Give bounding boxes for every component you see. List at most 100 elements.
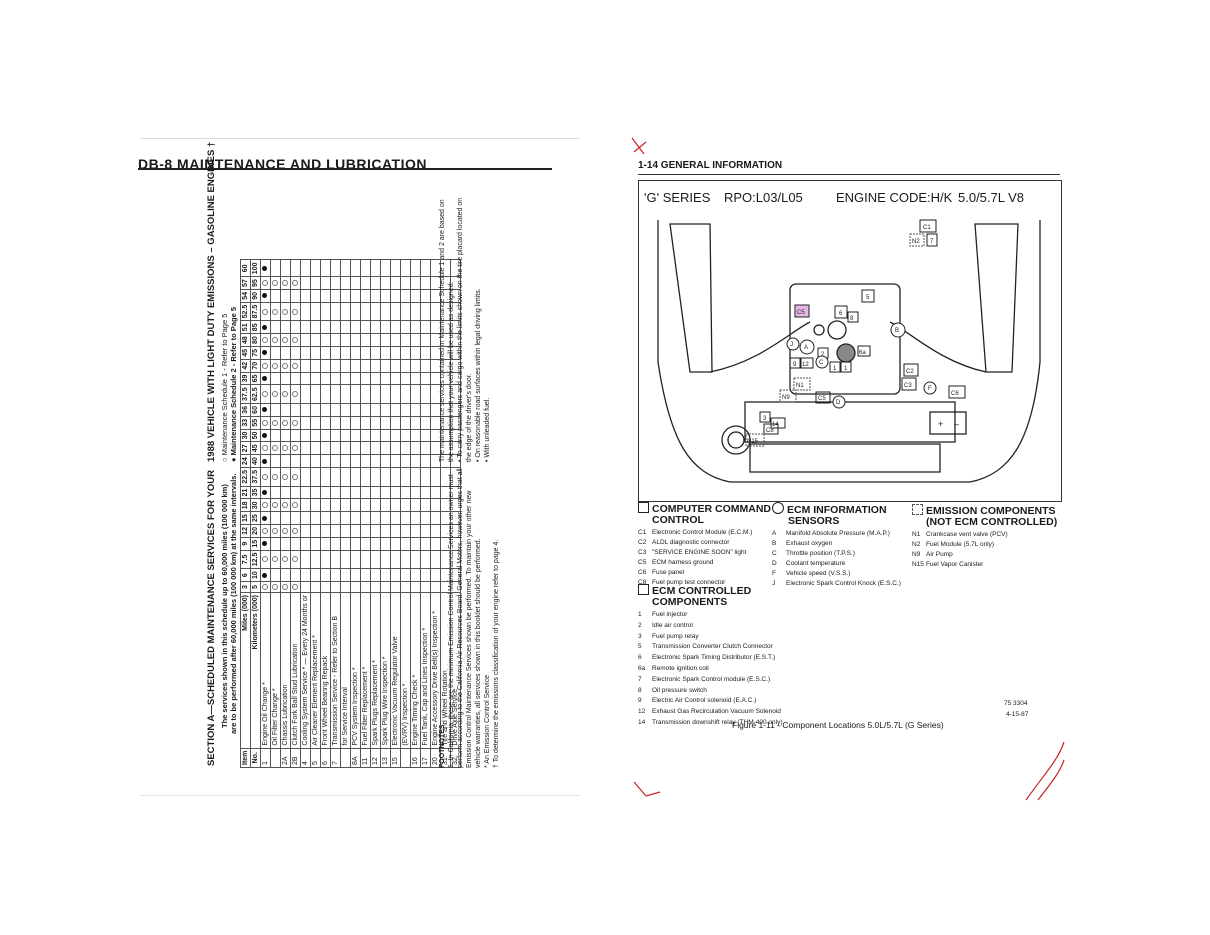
interval-cell — [300, 276, 311, 290]
interval-cell — [380, 454, 391, 468]
legend-code: C8 — [638, 579, 647, 586]
col-item: Item — [240, 748, 251, 768]
interval-cell — [380, 537, 391, 551]
interval-cell — [360, 346, 371, 360]
label-9: 9 — [793, 362, 797, 368]
interval-cell — [370, 359, 381, 373]
interval-cell — [260, 550, 271, 569]
legend-label: Electronic Spark Control module (E.S.C.) — [652, 675, 771, 683]
ecm-title-1: ECM CONTROLLED — [652, 585, 752, 597]
interval-cell — [360, 359, 371, 373]
legend-code: 8 — [638, 686, 642, 694]
km-col: 10 — [250, 568, 261, 582]
interval-cell — [390, 302, 401, 321]
label-6a: 6a — [859, 350, 866, 356]
interval-cell — [280, 568, 291, 582]
interval-cell — [320, 486, 331, 499]
interval-cell — [370, 524, 381, 538]
interval-cell — [280, 384, 291, 404]
interval-cell — [280, 429, 291, 442]
sensor-title-1: ECM INFORMATION — [787, 504, 887, 516]
interval-cell — [330, 568, 341, 582]
interval-cell — [310, 320, 321, 334]
legend-code: 2 — [638, 621, 642, 629]
interval-cell — [410, 416, 421, 430]
interval-cell — [340, 289, 351, 303]
interval-cell — [260, 333, 271, 347]
label-n2: N2 — [912, 239, 920, 245]
legend-label: "SERVICE ENGINE SOON" light — [652, 549, 747, 556]
interval-cell — [320, 372, 331, 385]
interval-cell — [340, 276, 351, 290]
interval-cell — [400, 429, 411, 442]
interval-cell — [300, 568, 311, 582]
legend-label: Fuel Module (5.7L only) — [926, 541, 995, 548]
footnotes-title: FOOTNOTES: — [439, 722, 446, 768]
interval-cell — [360, 581, 371, 593]
interval-cell — [320, 333, 331, 347]
interval-cell — [330, 320, 341, 334]
interval-mark — [291, 308, 298, 315]
label-14: 14 — [772, 422, 779, 428]
interval-cell — [380, 498, 391, 512]
interval-cell — [280, 467, 291, 487]
interval-cell — [370, 403, 381, 417]
interval-cell — [270, 568, 281, 582]
interval-cell — [310, 302, 321, 321]
label-n1: N1 — [796, 383, 804, 389]
interval-cell — [400, 524, 411, 538]
interval-cell — [260, 441, 271, 455]
interval-cell — [310, 384, 321, 404]
interval-cell — [380, 403, 391, 417]
interval-mark — [281, 527, 288, 534]
interval-cell — [360, 467, 371, 487]
interval-cell — [280, 260, 291, 277]
legend-label: Idle air control — [652, 621, 693, 629]
interval-cell — [410, 333, 421, 347]
figure-date: 4-15-87 — [1006, 711, 1029, 718]
interval-cell — [270, 441, 281, 455]
interval-cell — [390, 454, 401, 468]
interval-cell — [330, 429, 341, 442]
interval-cell — [300, 498, 311, 512]
miles-col: 54 — [240, 289, 251, 303]
interval-cell — [340, 550, 351, 569]
interval-mark — [291, 337, 298, 344]
interval-cell — [330, 467, 341, 487]
interval-cell — [380, 260, 391, 277]
intro-line2: are to be performed after 60,000 miles (… — [229, 473, 238, 734]
interval-cell — [280, 524, 291, 538]
interval-cell — [410, 384, 421, 404]
interval-cell — [370, 384, 381, 404]
interval-cell — [300, 333, 311, 347]
interval-mark — [261, 308, 268, 315]
interval-cell — [340, 467, 351, 487]
interval-cell — [340, 498, 351, 512]
interval-mark — [261, 502, 268, 509]
interval-cell — [280, 441, 291, 455]
interval-cell — [420, 359, 431, 373]
miles-col: 15 — [240, 511, 251, 525]
interval-cell — [310, 260, 321, 277]
battery-plus: + — [938, 419, 943, 429]
diagram-frame — [638, 180, 1062, 502]
interval-cell — [410, 550, 421, 569]
interval-cell — [410, 346, 421, 360]
interval-cell — [360, 403, 371, 417]
interval-cell — [260, 429, 271, 442]
km-col: 87.5 — [250, 302, 261, 321]
interval-cell — [410, 568, 421, 582]
miles-col: 60 — [240, 260, 251, 277]
legend-code: B — [772, 540, 777, 547]
miles-col: 27 — [240, 441, 251, 455]
interval-cell — [360, 498, 371, 512]
miles-col: 57 — [240, 276, 251, 290]
interval-cell — [350, 429, 361, 442]
